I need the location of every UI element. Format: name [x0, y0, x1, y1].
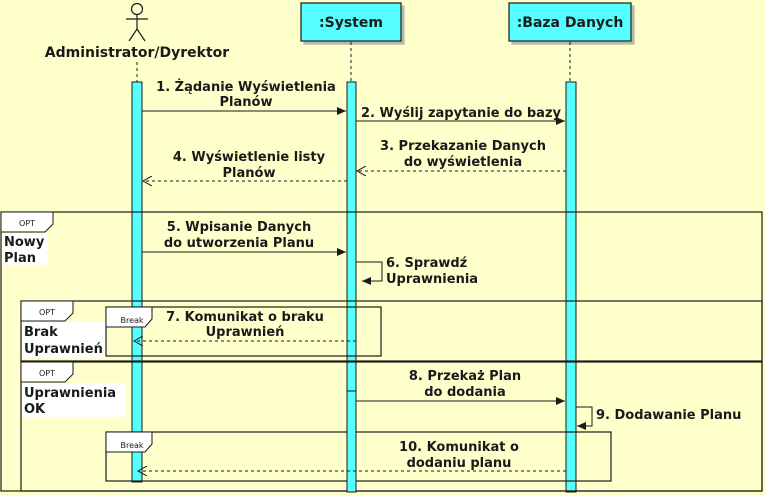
message-1-label-line1: 1. Żądanie Wyświetlenia — [156, 79, 336, 95]
opt-guard-line2: Plan — [4, 251, 36, 266]
message-2-label: 2. Wyślij zapytanie do bazy — [361, 106, 562, 121]
message-7-label-line2: Uprawnień — [206, 325, 285, 340]
opt-fragment-uprawnienia-ok: OPT Uprawnienia OK — [20, 361, 763, 492]
opt-guard-line1: Nowy — [4, 235, 45, 250]
opt-guard-line1: Brak — [24, 325, 58, 340]
break-fragment-brak: Break — [105, 306, 382, 357]
opt-fragment-brak-uprawnien: OPT Brak Uprawnień — [20, 300, 763, 362]
system-name: :System — [319, 15, 383, 31]
actor-participant: Administrator/Dyrektor — [45, 2, 229, 61]
message-3-label-line2: do wyświetlenia — [404, 155, 522, 170]
message-6-label-line1: 6. Sprawdź — [386, 256, 467, 271]
db-name: :Baza Danych — [517, 15, 624, 31]
message-4-label-line1: 4. Wyświetlenie listy — [173, 150, 326, 165]
message-1-label-line2: Planów — [220, 95, 273, 110]
opt-tag: OPT — [19, 219, 35, 228]
message-9-arrow — [576, 406, 593, 430]
system-participant: :System — [300, 2, 402, 42]
opt-guard-line2: OK — [24, 402, 46, 417]
message-6-arrow — [356, 261, 383, 285]
message-4-label-line2: Planów — [223, 166, 276, 181]
actor-activation — [131, 81, 143, 483]
opt-guard-line1: Uprawnienia — [24, 386, 116, 401]
message-8-label-line1: 8. Przekaż Plan — [409, 369, 521, 384]
message-5-label-line1: 5. Wpisanie Danych — [167, 220, 311, 235]
message-10-label-line1: 10. Komunikat o — [399, 440, 519, 455]
opt-tag: OPT — [39, 308, 55, 317]
opt-guard-line2: Uprawnień — [24, 342, 103, 357]
actor-stick-figure-icon — [126, 2, 148, 42]
message-9-label: 9. Dodawanie Planu — [596, 408, 741, 423]
message-10-label-line2: dodaniu planu — [407, 456, 512, 471]
break-tag: Break — [120, 441, 143, 450]
break-tag: Break — [120, 316, 143, 325]
db-activation — [565, 81, 577, 493]
message-5-label-line2: do utworzenia Planu — [164, 236, 314, 251]
system-activation-segment — [346, 390, 357, 493]
message-7-label-line1: 7. Komunikat o braku — [166, 310, 324, 325]
message-8-label-line2: do dodania — [424, 385, 506, 400]
opt-tag: OPT — [39, 369, 55, 378]
db-participant: :Baza Danych — [508, 2, 632, 42]
message-3-label-line1: 3. Przekazanie Danych — [380, 139, 546, 154]
message-6-label-line2: Uprawnienia — [386, 272, 478, 287]
actor-name: Administrator/Dyrektor — [45, 45, 229, 61]
break-fragment-ok: Break — [105, 431, 612, 482]
